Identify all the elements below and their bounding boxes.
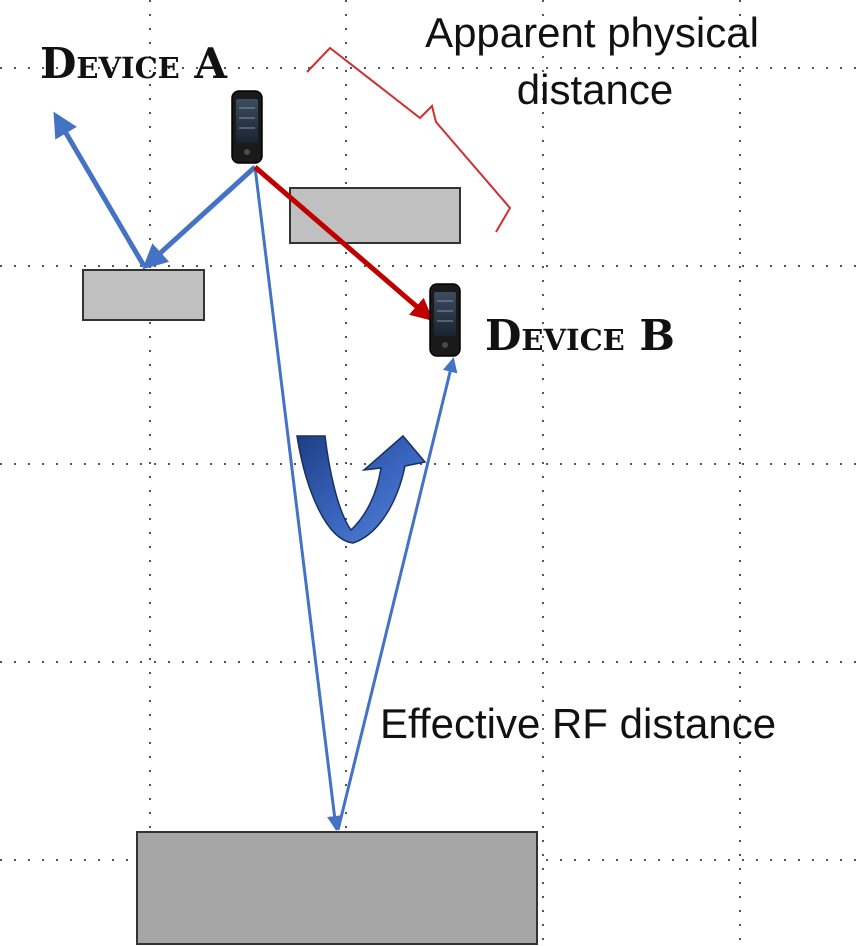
device-a-label: Device A	[40, 39, 228, 88]
device-a-phone-icon	[231, 90, 263, 164]
obstacle-left	[82, 269, 205, 321]
effective-rf-distance-label: Effective RF distance	[380, 700, 776, 747]
apparent-distance-label-line2: distance	[517, 66, 673, 113]
rf-path-reflect-left	[142, 165, 257, 270]
rf-path-up-to-device-b	[336, 357, 458, 831]
direct-path-arrow	[253, 165, 434, 321]
rf-path-bounce-up-left	[53, 111, 147, 268]
curved-u-turn-arrow-icon	[296, 434, 427, 544]
rf-path-down-to-floor	[253, 166, 342, 831]
obstacle-bottom	[136, 831, 538, 945]
apparent-distance-label-line1: Apparent physical	[425, 9, 759, 56]
device-b-label: Device B	[485, 311, 675, 360]
apparent-distance-brace	[306, 46, 512, 233]
obstacle-upper-middle	[289, 187, 461, 244]
device-b-phone-icon	[429, 283, 461, 357]
